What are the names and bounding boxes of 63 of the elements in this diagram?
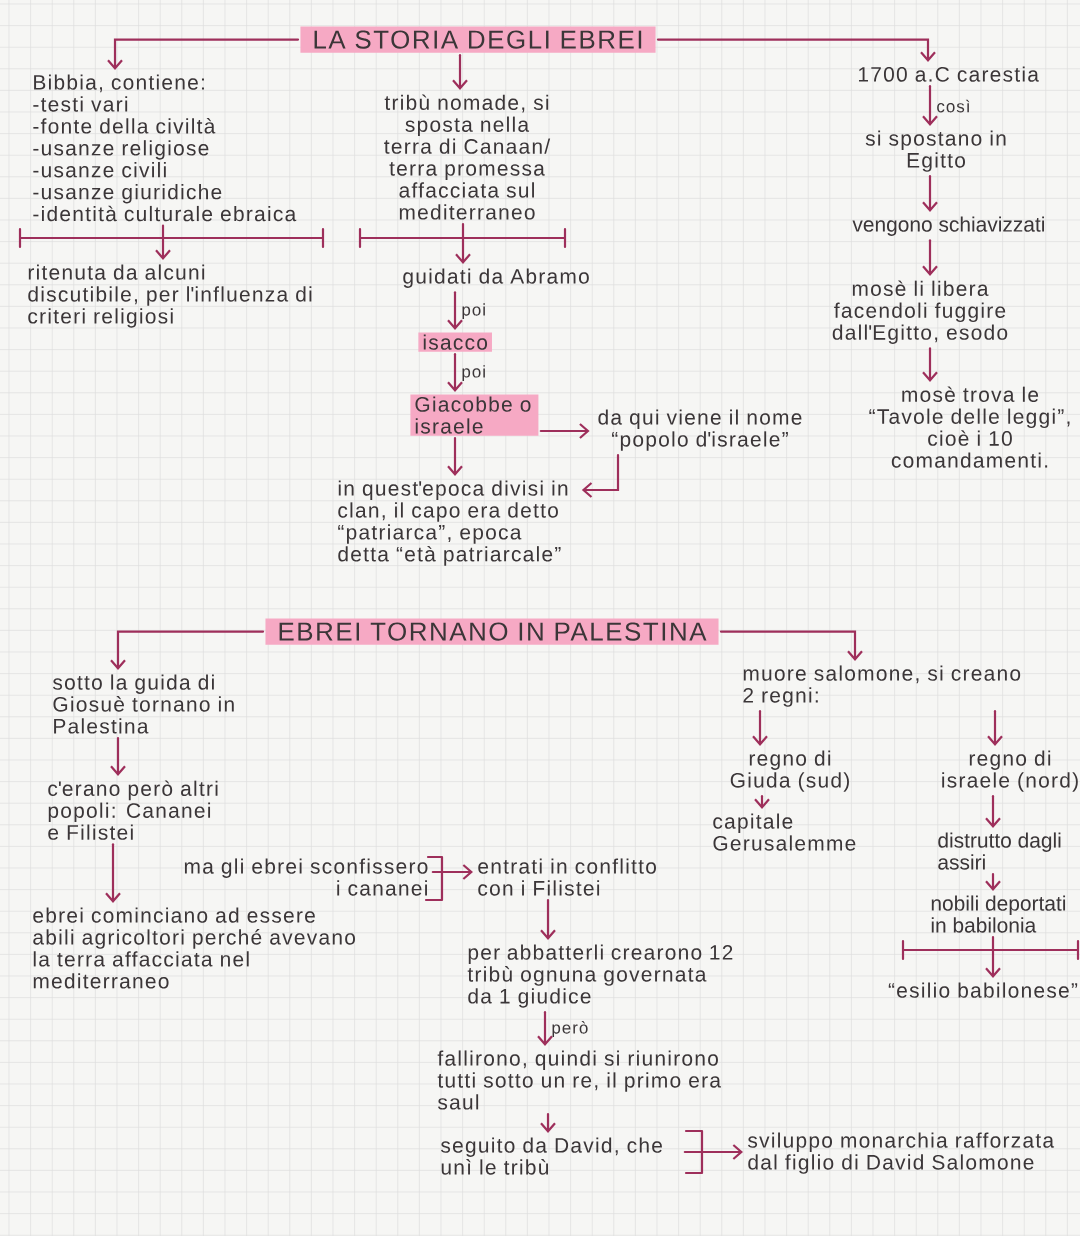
- arrow: [155, 224, 171, 260]
- note-text: Bibbia, contiene: -testi vari -fonte della civiltà -usanze religiose -usanze civili -usanze giuridiche -identità culturale ebraica: [33, 74, 297, 222]
- section-heading: EBREI TORNANO IN PALESTINA: [265, 618, 719, 645]
- note-text: vengono schiavizzati: [852, 216, 1044, 236]
- note-text: ebrei cominciano ad essere abili agricoltori perché avevano la terra affacciata nel mediterraneo: [33, 907, 355, 989]
- arrow: [447, 291, 463, 330]
- note-text: regno di Giuda (sud): [730, 750, 849, 792]
- arrow: [719, 630, 863, 661]
- arrow: [922, 175, 938, 212]
- arrow: [110, 736, 126, 776]
- note-text: 1700 a.C carestia: [859, 66, 1039, 82]
- note-text: distrutto dagli assiri: [938, 832, 1061, 870]
- arrow: [431, 864, 473, 880]
- note-text: regno di israele (nord): [942, 750, 1078, 792]
- edge-label: così: [937, 99, 970, 113]
- note-text: in quest'epoca divisi in clan, il capo era detto “patriarca”, epoca detta “età patriarcale”: [338, 480, 568, 566]
- arrow: [540, 899, 556, 940]
- note-text: sotto la guida di Giosuè tornano in Palestina: [53, 674, 234, 734]
- arrow: [452, 54, 468, 90]
- note-text: capitale Gerusalemme: [713, 813, 856, 851]
- note-text: si spostano in Egitto: [865, 130, 1006, 172]
- arrow: [447, 353, 463, 392]
- arrow: [537, 1011, 553, 1046]
- highlighted-note: isacco: [418, 332, 492, 352]
- arrow: [987, 710, 1003, 746]
- arrow: [539, 423, 590, 439]
- note-text: ritenuta da alcuni discutibile, per l'influenza di criteri religiosi: [28, 264, 312, 328]
- note-text: per abbatterli crearono 12 tribù ognuna governata da 1 giudice: [467, 944, 733, 1008]
- arrow: [455, 222, 471, 264]
- arrow: [105, 843, 121, 903]
- arrow: [922, 239, 938, 276]
- arrow: [540, 1112, 556, 1133]
- note-text: ma gli ebrei sconfissero i cananei: [184, 858, 428, 896]
- arrow: [110, 630, 265, 670]
- note-text: entrati in conflitto con i Filistei: [478, 858, 656, 896]
- note-text: “esilio babilonese”: [888, 982, 1078, 998]
- note-text: mosè li libera facendoli fuggire dall'Egitto, esodo: [832, 280, 1008, 344]
- arrow: [683, 1144, 743, 1160]
- edge-label: poi: [462, 365, 485, 381]
- arrow: [752, 710, 768, 746]
- arrow: [922, 347, 938, 382]
- note-text: tribù nomade, si sposta nella terra di Canaan/ terra promessa affacciata sul mediterraneo: [384, 94, 551, 220]
- note-text: da qui viene il nome “popolo d'israele”: [598, 409, 802, 451]
- arrow: [985, 936, 1001, 978]
- arrow: [107, 38, 300, 70]
- note-text: mosè trova le “Tavole delle leggi”, cioè i 10 comandamenti.: [869, 386, 1070, 468]
- edge-label: poi: [462, 303, 485, 320]
- note-text: seguito da David, che unì le tribù: [441, 1137, 662, 1175]
- note-text: sviluppo monarchia rafforzata dal figlio di David Salomone: [748, 1132, 1055, 1174]
- highlighted-note: Giacobbe o israele: [410, 394, 539, 436]
- note-text: muore salomone, si creano 2 regni:: [743, 665, 1021, 707]
- note-text: guidati da Abramo: [403, 268, 589, 288]
- note-text: nobili deportati in babilonia: [931, 895, 1066, 933]
- arrow: [922, 85, 938, 126]
- edge-label: però: [552, 1021, 588, 1038]
- note-text: c'erano però altri popoli: Cananei e Filistei: [48, 780, 218, 840]
- arrow: [447, 437, 463, 476]
- arrow: [985, 873, 1001, 891]
- note-text: fallirono, quindi si riunirono tutti sotto un re, il primo era saul: [437, 1050, 721, 1110]
- arrow: [656, 38, 936, 62]
- arrow: [581, 454, 620, 498]
- section-heading: LA STORIA DEGLI EBREI: [300, 26, 656, 53]
- arrow: [985, 795, 1001, 828]
